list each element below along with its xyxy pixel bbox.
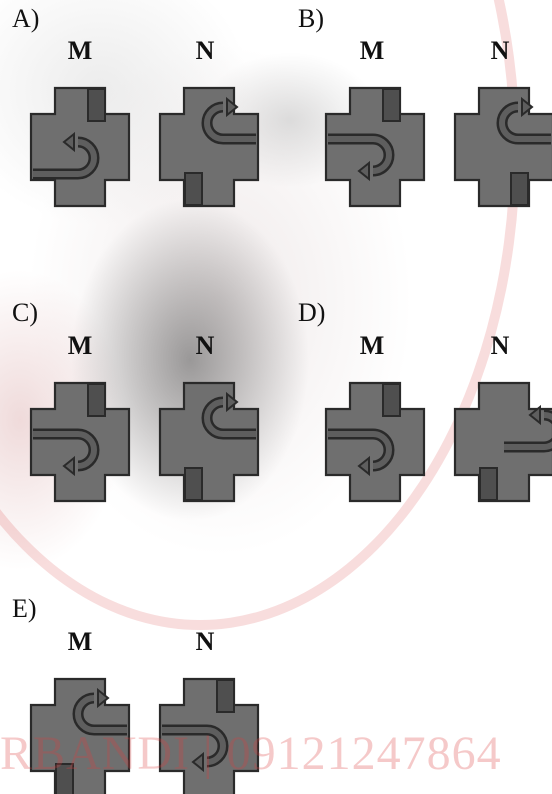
tab-notch xyxy=(511,173,528,205)
tab-notch xyxy=(88,384,105,416)
tab-notch xyxy=(88,89,105,121)
tab-notch xyxy=(480,468,497,500)
option-a-piece-n xyxy=(160,88,258,206)
tab-notch xyxy=(185,468,202,500)
cross-shape xyxy=(160,383,258,501)
option-d-piece-n xyxy=(455,383,552,501)
option-d-piece-m xyxy=(326,383,424,501)
cross-shape xyxy=(160,88,258,206)
option-c-piece-n xyxy=(160,383,258,501)
option-a-piece-m xyxy=(31,88,129,206)
cross-shape xyxy=(455,88,552,206)
option-c-piece-m xyxy=(31,383,129,501)
cross-shape xyxy=(326,383,424,501)
cross-shape xyxy=(326,88,424,206)
tab-notch xyxy=(383,89,400,121)
tab-notch xyxy=(383,384,400,416)
tab-notch xyxy=(217,680,234,712)
cross-shape xyxy=(31,383,129,501)
option-b-piece-n xyxy=(455,88,552,206)
tab-notch xyxy=(185,173,202,205)
watermark: RBANDI | 09121247864 xyxy=(0,730,502,778)
option-b-piece-m xyxy=(326,88,424,206)
